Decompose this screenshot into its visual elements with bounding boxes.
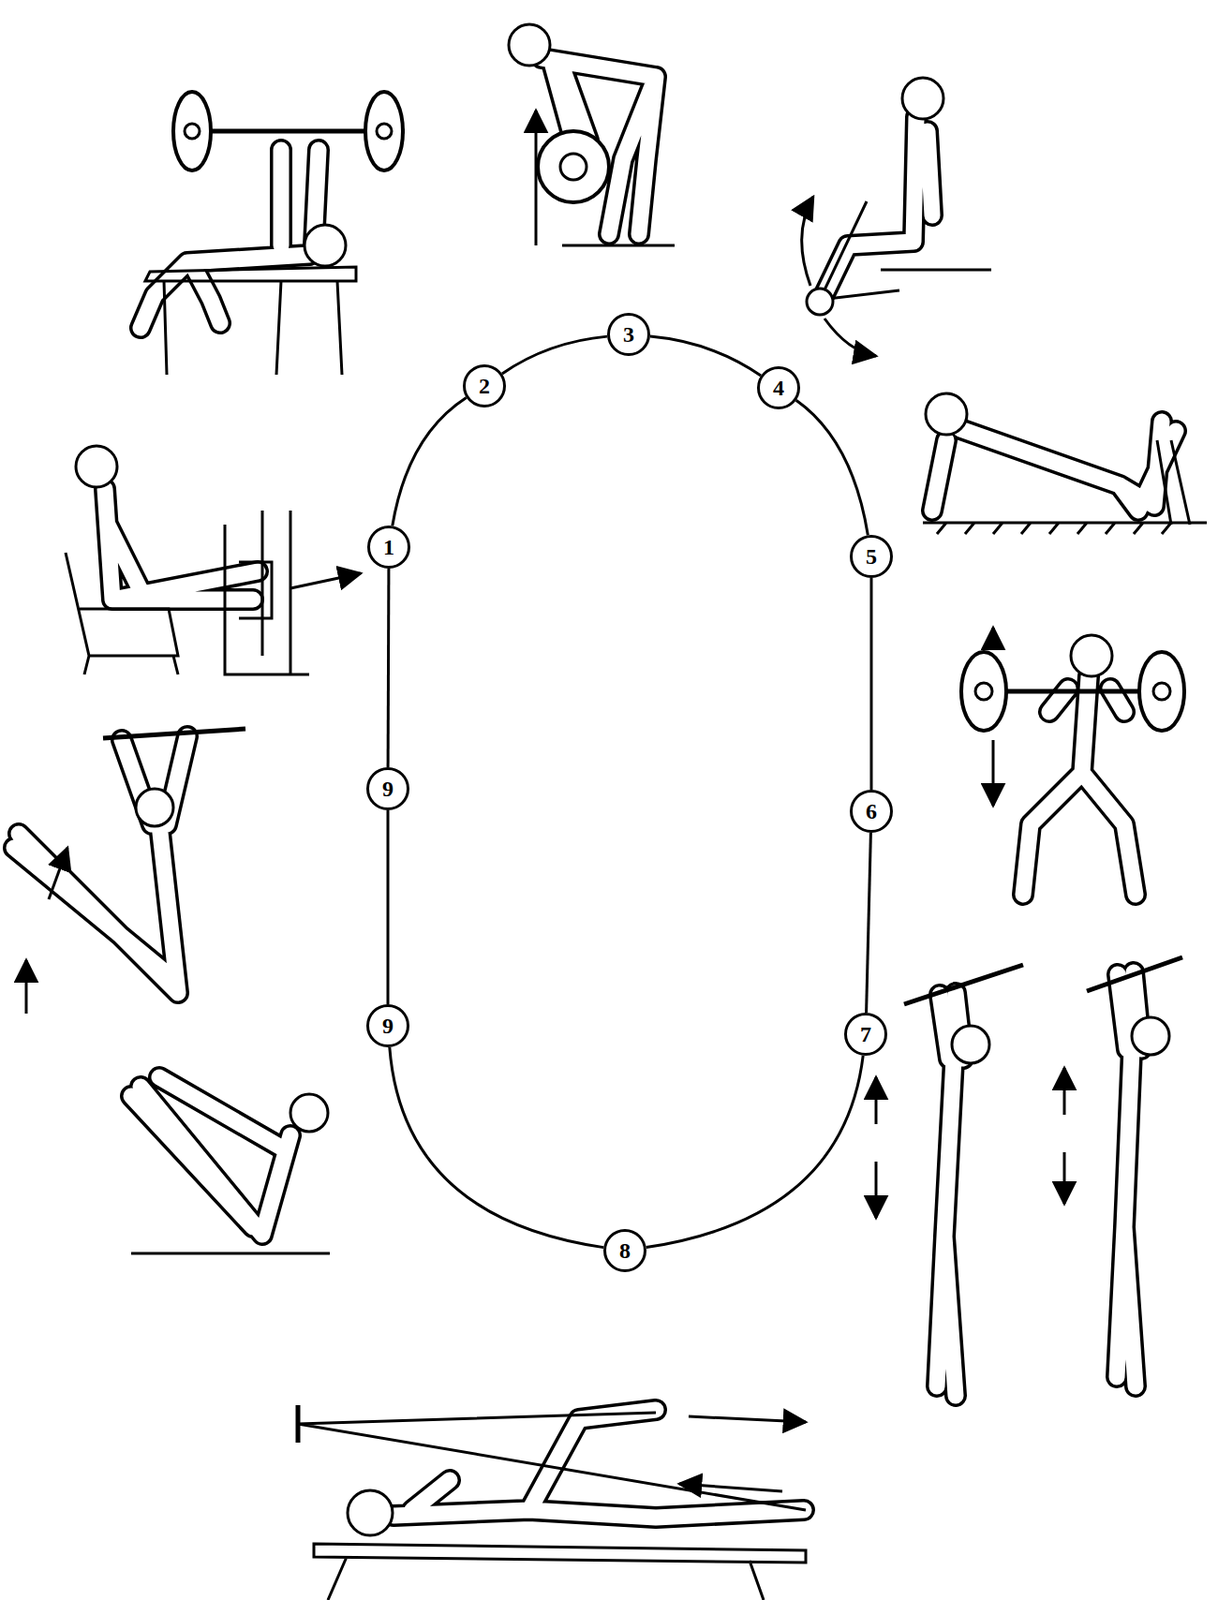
- station-number: 9: [382, 777, 394, 801]
- station-number: 2: [478, 374, 491, 398]
- drawing-part: [688, 1416, 806, 1423]
- drawing-part: [508, 24, 550, 66]
- loop-connector: [870, 578, 874, 790]
- drawing-part: [65, 552, 179, 675]
- loop-connector: [796, 400, 869, 535]
- station-number: 9: [382, 1014, 394, 1038]
- drawing-part: [922, 522, 1207, 535]
- drawing-part: [562, 244, 675, 248]
- drawing-part: [135, 788, 174, 827]
- station-number: 7: [860, 1023, 872, 1046]
- drawing-part: [304, 224, 346, 267]
- station-number: 4: [772, 376, 785, 400]
- loop-connector: [646, 1055, 863, 1248]
- drawing-part: [184, 123, 200, 139]
- drawing-part: [802, 196, 814, 286]
- drawing-part: [131, 1252, 330, 1256]
- station-circle: 1: [367, 525, 411, 569]
- station-circle: 9: [366, 1004, 410, 1048]
- drawing-part: [1063, 1152, 1067, 1204]
- drawing-part: [992, 627, 996, 647]
- drawing-part: [1157, 440, 1190, 525]
- drawing-part: [925, 393, 967, 435]
- drawing-part: [992, 740, 996, 806]
- drawing-part: [534, 110, 538, 246]
- drawing-part: [961, 652, 1007, 731]
- station-circle: 7: [844, 1012, 888, 1056]
- drawing-part: [1086, 957, 1183, 992]
- drawing-part: [103, 728, 246, 739]
- loop-connector: [866, 832, 872, 1013]
- drawing-part: [14, 58, 1176, 1518]
- drawing-part: [14, 58, 1176, 1518]
- drawing-part: [679, 1484, 783, 1492]
- station-circle: 6: [849, 789, 893, 833]
- station-circle: 3: [607, 312, 651, 357]
- station-circle: 4: [757, 366, 801, 410]
- drawing-part: [25, 960, 29, 1014]
- loop-connector: [650, 336, 761, 376]
- loop-connector: [386, 568, 391, 768]
- drawing-part: [313, 1544, 806, 1600]
- drawing-part: [560, 153, 587, 180]
- drawing-part: [145, 267, 357, 375]
- drawing-part: [1139, 652, 1185, 731]
- station-number: 3: [623, 323, 635, 346]
- drawing-part: [902, 77, 944, 119]
- drawing-part: [347, 1490, 393, 1536]
- loop-connector: [389, 1047, 604, 1248]
- drawing-part: [173, 91, 211, 171]
- drawing-part: [75, 445, 118, 488]
- drawing-part: [904, 965, 1024, 1005]
- station-number: 5: [865, 545, 877, 568]
- drawing-part: [875, 1077, 878, 1125]
- drawing-part: [376, 123, 392, 139]
- loop-connector: [392, 397, 467, 526]
- station-number: 1: [383, 535, 395, 559]
- drawing-part: [806, 288, 833, 315]
- loop-connector: [502, 336, 608, 374]
- drawing-part: [297, 1412, 806, 1511]
- drawing-part: [537, 131, 609, 203]
- figure-outline: [14, 58, 1176, 1518]
- station-circle: 8: [603, 1229, 647, 1273]
- station-number: 6: [865, 800, 877, 823]
- drawing-part: [819, 201, 992, 300]
- drawing-part: [48, 847, 68, 900]
- equipment: [26, 24, 1207, 1600]
- loop-connector: [386, 810, 390, 1005]
- drawing-part: [875, 1161, 878, 1218]
- station-circle: 9: [366, 767, 410, 811]
- drawing-part: [975, 683, 993, 700]
- drawing-part: [1070, 635, 1113, 677]
- station-number: 8: [619, 1239, 631, 1263]
- drawing-part: [1153, 683, 1171, 700]
- drawing-part: [1063, 1068, 1067, 1115]
- station-circle: 5: [849, 534, 893, 579]
- drawing-part: [290, 1094, 328, 1132]
- drawing-part: [365, 91, 403, 171]
- drawing-part: [224, 510, 310, 675]
- drawing-part: [1131, 1017, 1170, 1055]
- station-circle: 2: [462, 364, 506, 408]
- drawing-part: [824, 318, 877, 357]
- drawing-part: [951, 1025, 990, 1064]
- drawing-part: [290, 573, 361, 589]
